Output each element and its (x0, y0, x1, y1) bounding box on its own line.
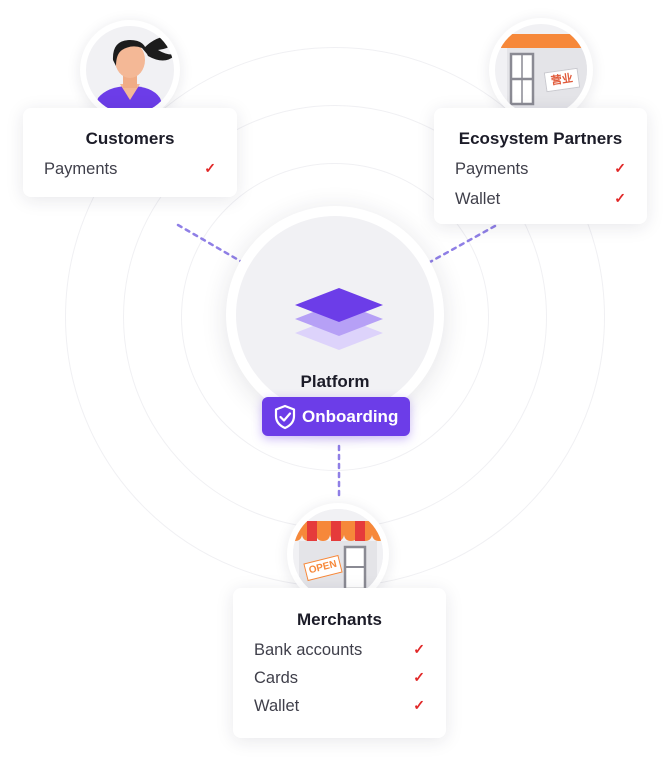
item-label: Wallet (254, 697, 300, 715)
platform-circle: Platform (236, 216, 434, 414)
item-label: Payments (44, 160, 118, 178)
customers-avatar (80, 20, 180, 120)
customers-item-payments: Payments ✓ (44, 160, 216, 184)
item-label: Cards (254, 669, 299, 687)
onboarding-badge: Onboarding (262, 397, 410, 436)
merchants-item-cards: Cards ✓ (254, 669, 425, 693)
customers-title: Customers (85, 129, 175, 148)
partners-card: Ecosystem Partners Payments ✓ Wallet ✓ (434, 108, 647, 224)
merchants-card: Merchants Bank accounts ✓ Cards ✓ Wallet… (233, 588, 446, 738)
partners-title: Ecosystem Partners (458, 129, 623, 148)
platform-label: Platform (300, 372, 370, 391)
woman-avatar-icon (94, 34, 174, 114)
merchants-item-bank-accounts: Bank accounts ✓ (254, 641, 425, 665)
merchants-title: Merchants (296, 610, 383, 629)
item-label: Payments (455, 160, 529, 178)
check-icon: ✓ (614, 160, 626, 176)
ring-inner (181, 163, 489, 471)
check-icon: ✓ (413, 669, 425, 685)
check-icon: ✓ (413, 641, 425, 657)
partners-item-wallet: Wallet ✓ (455, 190, 626, 214)
customers-card: Customers Payments ✓ (23, 108, 237, 197)
partners-avatar: 营业 (489, 18, 593, 122)
onboarding-label: Onboarding (302, 407, 399, 426)
merchants-item-wallet: Wallet ✓ (254, 697, 425, 721)
partners-item-payments: Payments ✓ (455, 160, 626, 184)
check-icon: ✓ (413, 697, 425, 713)
item-label: Bank accounts (254, 641, 363, 659)
connector-partners (428, 224, 497, 264)
layers-icon (295, 288, 383, 350)
shield-check-icon (274, 404, 296, 430)
platform-node: Platform (226, 206, 444, 424)
connector-customers (176, 223, 244, 264)
item-label: Wallet (455, 190, 501, 208)
check-icon: ✓ (204, 160, 216, 176)
check-icon: ✓ (614, 190, 626, 206)
